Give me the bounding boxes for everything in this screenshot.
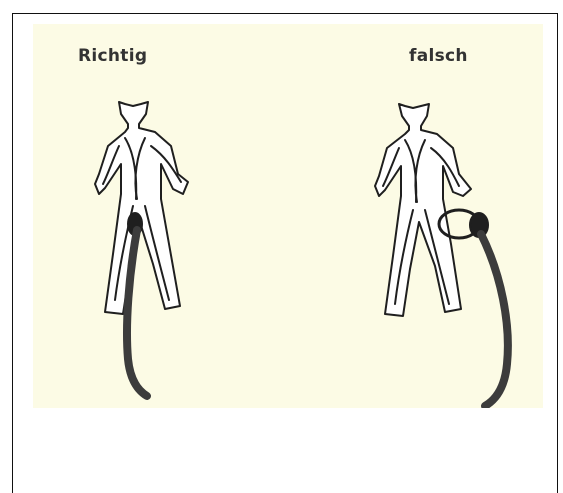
illustration-panel: Richtig falsch bbox=[33, 24, 543, 408]
label-correct: Richtig bbox=[78, 46, 147, 66]
label-wrong: falsch bbox=[409, 46, 468, 66]
illustration-canvas bbox=[33, 24, 543, 408]
panel-background bbox=[33, 24, 543, 408]
